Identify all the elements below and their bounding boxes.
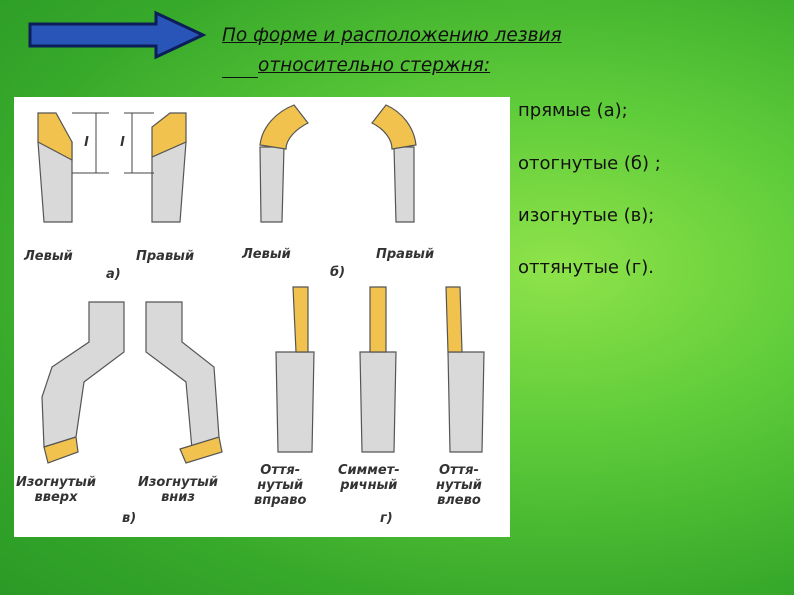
label-straight-right: Правый (136, 249, 195, 264)
heading-line-2: относительно стержня: (258, 55, 491, 76)
label-bent-right: Правый (376, 247, 435, 262)
label-offset-right-line1: Оття- (260, 463, 301, 478)
bent-down-cutter (145, 301, 223, 464)
type-offset: оттянутые (г). (518, 257, 654, 278)
label-bent-up: Изогнутый вверх (16, 475, 96, 505)
dimension-lines (72, 112, 154, 174)
label-symmetric-line2: ричный (340, 478, 398, 493)
offset-left-cutter (445, 286, 485, 453)
label-bent-down-line2: вниз (161, 490, 195, 505)
dimension-label-l-left: l (84, 135, 89, 150)
type-curved: изогнутые (в); (518, 205, 655, 226)
label-symmetric: Симмет- ричный (338, 463, 400, 493)
caption-v: в) (122, 511, 137, 526)
offset-right-cutter (275, 286, 315, 453)
label-offset-left-line1: Оття- (438, 463, 479, 478)
heading-line-1: По форме и расположению лезвия (222, 25, 562, 46)
caption-b: б) (330, 265, 346, 280)
label-offset-left-line3: влево (437, 493, 481, 508)
label-bent-up-line2: вверх (34, 490, 78, 505)
label-symmetric-line1: Симмет- (338, 463, 400, 478)
symmetric-cutter (359, 286, 397, 453)
label-straight-left: Левый (24, 249, 73, 264)
label-offset-left-line2: нутый (436, 478, 482, 493)
label-offset-right-line2: нутый (257, 478, 304, 493)
bent-up-cutter (41, 301, 125, 464)
right-arrow-icon (28, 10, 207, 60)
type-bent: отогнутые (б) ; (518, 153, 661, 174)
label-bent-down: Изогнутый вниз (138, 475, 218, 505)
label-offset-right: Оття- нутый вправо (254, 463, 306, 508)
type-straight: прямые (а); (518, 100, 628, 121)
cutter-types-figure: Левый Правый а) Левый Правый б) l l Изог… (14, 97, 510, 537)
cutter-drawings (37, 104, 485, 464)
label-bent-left: Левый (242, 247, 291, 262)
straight-right-cutter (151, 112, 187, 223)
straight-left-cutter (37, 112, 73, 223)
caption-g: г) (380, 511, 393, 526)
caption-a: а) (106, 267, 121, 282)
label-bent-up-line1: Изогнутый (16, 475, 97, 490)
label-bent-down-line1: Изогнутый (138, 475, 219, 490)
bent-left-cutter (259, 104, 309, 223)
heading-underline-indent (222, 55, 258, 78)
dimension-label-l-right: l (120, 135, 125, 150)
label-offset-right-line3: вправо (254, 493, 307, 508)
bent-right-cutter (371, 104, 417, 223)
label-offset-left: Оття- нутый влево (436, 463, 482, 508)
